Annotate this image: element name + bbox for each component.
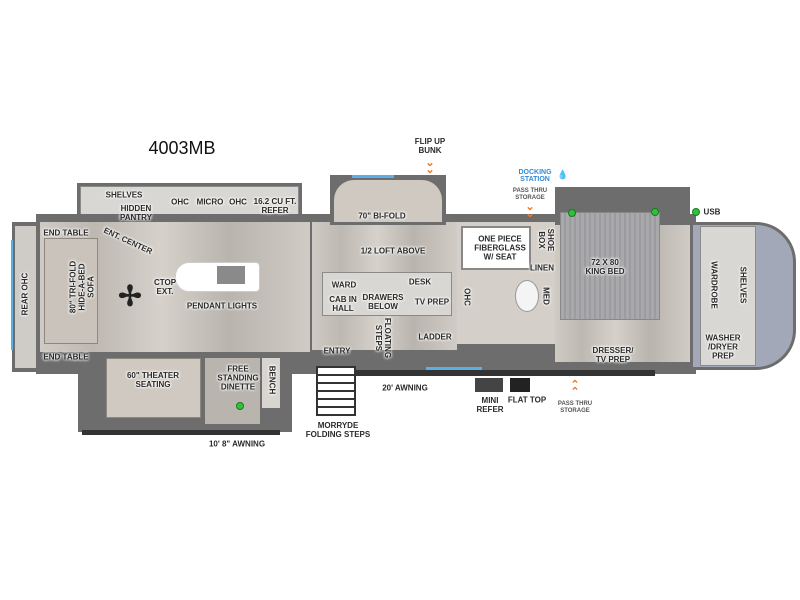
label-shower: ONE PIECE FIBERGLASS W/ SEAT xyxy=(474,234,526,262)
label-ward: WARD xyxy=(331,280,357,290)
usb-dot-dinette xyxy=(236,402,244,410)
label-rear-ohc: REAR OHC xyxy=(20,272,30,316)
label-med: MED xyxy=(541,287,551,305)
label-pass-thru-bottom: PASS THRU STORAGE xyxy=(557,401,593,414)
rear-ohc-cabinet xyxy=(15,226,37,368)
loft-window xyxy=(352,175,394,178)
label-end-table-top: END TABLE xyxy=(43,228,89,238)
label-cab-in-hall: CAB IN HALL xyxy=(329,295,357,313)
usb-legend-dot xyxy=(692,208,700,216)
label-hidden-pantry: HIDDEN PANTRY xyxy=(120,204,152,222)
label-drawers-below: DRAWERS BELOW xyxy=(362,293,404,311)
label-linen: LINEN xyxy=(530,263,554,273)
label-ohc-1: OHC xyxy=(171,197,189,207)
pass-thru-arrow-down-icon: ⌄⌄ xyxy=(525,201,535,220)
label-loft-above: 1/2 LOFT ABOVE xyxy=(360,246,426,256)
label-pendant-lights: PENDANT LIGHTS xyxy=(186,301,258,311)
ceiling-fan-icon: ✢ xyxy=(118,280,142,312)
folding-steps xyxy=(316,366,356,416)
label-sofa: 80" TRI-FOLD HIDE-A-BED SOFA xyxy=(68,260,96,314)
pass-thru-arrow-up-icon: ⌃⌃ xyxy=(570,379,580,398)
label-shelves-kitchen: SHELVES xyxy=(105,190,143,200)
label-flip-up-bunk: FLIP UP BUNK xyxy=(414,137,446,155)
label-ctop-ext: CTOP EXT. xyxy=(153,278,177,296)
bench xyxy=(262,358,280,408)
usb-dot-bed-right xyxy=(651,208,659,216)
model-title: 4003MB xyxy=(148,138,216,158)
water-drop-icon: 💧 xyxy=(557,169,569,180)
label-micro: MICRO xyxy=(196,197,224,207)
label-dresser: DRESSER/ TV PREP xyxy=(592,346,634,364)
label-ohc-2: OHC xyxy=(229,197,247,207)
label-folding-steps: MORRYDE FOLDING STEPS xyxy=(305,421,371,439)
label-floating-steps: FLOATING STEPS xyxy=(374,317,392,359)
toilet xyxy=(515,280,539,312)
side-window xyxy=(426,367,482,370)
dinette-area xyxy=(205,358,260,424)
front-closets xyxy=(700,226,756,366)
label-desk: DESK xyxy=(408,277,432,287)
label-shelves-front: SHELVES xyxy=(738,266,748,304)
label-pass-thru-top: PASS THRU STORAGE xyxy=(512,188,548,201)
label-awning-rear: 10' 8" AWNING xyxy=(208,439,266,449)
flat-top-grill xyxy=(510,378,530,392)
rear-window xyxy=(11,240,13,350)
flip-up-bunk-arrow-icon: ⌄⌄ xyxy=(425,157,435,176)
theater-seating xyxy=(106,358,201,418)
mini-refer xyxy=(475,378,503,392)
usb-dot-bed-left xyxy=(568,209,576,217)
label-bench: BENCH xyxy=(267,365,277,395)
label-entry: ENTRY xyxy=(323,346,351,356)
king-bed xyxy=(560,212,660,320)
label-wardrobe: WARDROBE xyxy=(709,261,719,309)
label-tv-prep: TV PREP xyxy=(414,297,450,307)
sofa xyxy=(44,238,98,344)
main-awning-bar xyxy=(355,370,655,376)
shower xyxy=(461,226,531,270)
label-docking-station: DOCKING STATION xyxy=(518,169,552,183)
label-refer: 16.2 CU FT. REFER xyxy=(253,197,297,215)
sink xyxy=(217,266,245,284)
label-flat-top: FLAT TOP xyxy=(507,395,547,405)
rear-awning-bar xyxy=(82,430,280,435)
label-usb: USB xyxy=(703,207,721,217)
desk-cabinet xyxy=(322,272,452,316)
label-dinette: FREE STANDING DINETTE xyxy=(217,364,259,392)
label-ladder: LADDER xyxy=(418,332,452,342)
label-shoe-box: SHOE BOX xyxy=(537,228,555,252)
label-mini-refer: MINI REFER xyxy=(476,396,504,414)
label-king-bed: 72 X 80 KING BED xyxy=(585,258,625,276)
label-theater-seating: 60" THEATER SEATING xyxy=(126,371,180,389)
label-bi-fold: 70" BI-FOLD xyxy=(358,211,406,221)
bi-fold-sofa xyxy=(334,180,442,222)
label-end-table-bottom: END TABLE xyxy=(43,352,89,362)
label-awning-main: 20' AWNING xyxy=(382,383,428,393)
label-washer-dryer: WASHER /DRYER PREP xyxy=(705,333,741,361)
label-ohc-bath: OHC xyxy=(462,288,472,306)
